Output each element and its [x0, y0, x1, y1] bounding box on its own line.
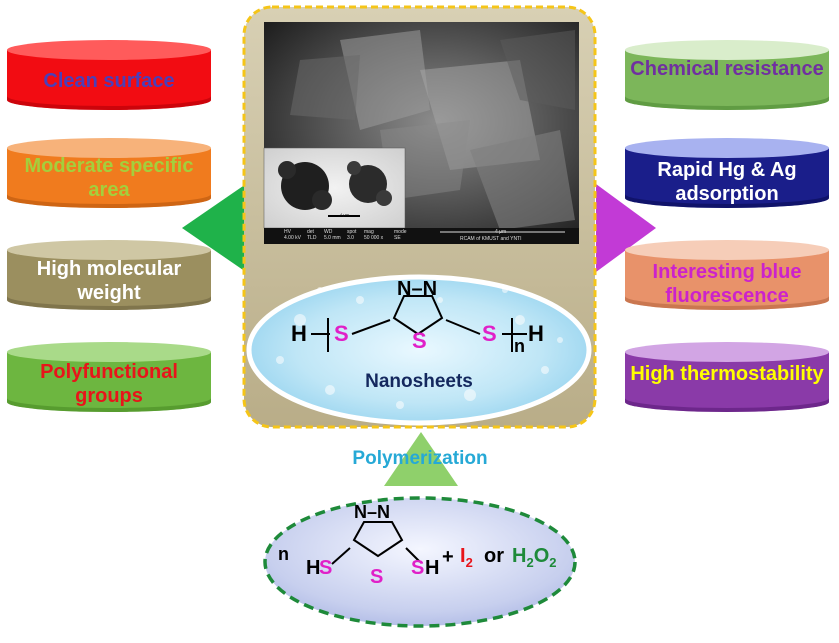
tem-scale: 4 μm [340, 212, 349, 217]
polymer-s-right: S [482, 321, 497, 346]
left-property-0: Clean surface [43, 70, 175, 92]
i2-symbol: I [460, 545, 466, 567]
reactant-structure [331, 521, 421, 565]
sem-scale-main: 4 μm [495, 229, 507, 235]
reactant-plus: + [442, 546, 454, 568]
reactant-h-right: H [425, 557, 440, 579]
left-cylinder-1 [7, 138, 211, 208]
right-arrow [596, 184, 656, 272]
h2o2-h: H [512, 545, 527, 567]
property-cylinders [7, 40, 829, 412]
left-arrow [182, 184, 246, 272]
nanosheets-label: Nanosheets [365, 371, 473, 392]
right-property-1: Rapid Hg & Ag adsorption [657, 159, 797, 205]
polymer-n: n [514, 336, 525, 356]
right-property-3: High thermostability [630, 363, 824, 385]
left-cylinder-3 [7, 342, 211, 412]
i2-subscript: 2 [465, 555, 473, 570]
left-property-1: Moderate specific area [24, 155, 194, 201]
right-cylinder-3 [625, 342, 829, 412]
right-cylinder-0 [625, 40, 829, 110]
droplet-texture [276, 287, 563, 409]
left-cylinder-0 [7, 40, 211, 110]
polymer-structure [311, 295, 527, 352]
reactant-h2o2: H2O2 [512, 545, 556, 570]
polymer-h-left: H [291, 321, 307, 346]
polymer-h-right: H [528, 321, 544, 346]
reactant-h-left: H [306, 557, 321, 579]
reactant-or: or [484, 545, 504, 567]
polymer-s-ring: S [412, 328, 427, 353]
reactant-i2: I2 [460, 545, 473, 570]
h2o2-sub1: 2 [526, 555, 534, 570]
reactant-s-left: S [319, 557, 333, 579]
left-property-2: High molecular weight [36, 258, 182, 304]
right-property-0: Chemical resistance [630, 58, 824, 80]
reactant-ring-n: N–N [354, 502, 391, 522]
reactant-s-ring: S [370, 566, 384, 588]
polymer-s-left: S [334, 321, 349, 346]
left-property-3: Polyfunctional groups [40, 361, 178, 407]
h2o2-o: O [533, 545, 550, 567]
right-cylinder-1 [625, 138, 829, 208]
left-cylinder-2 [7, 240, 211, 310]
right-property-2: Interesting blue fluorescence [652, 261, 802, 307]
sem-credit: RCAM of KMUST and YNTI [460, 236, 522, 242]
polymer-ring-n: N–N [397, 278, 438, 300]
polymerization-label: Polymerization [352, 448, 488, 469]
reactant-n: n [278, 544, 289, 564]
up-arrow [384, 432, 458, 486]
h2o2-sub2: 2 [549, 555, 557, 570]
right-cylinder-2 [625, 240, 829, 310]
nanosheet-ellipse [246, 274, 592, 426]
sem-image [263, 22, 579, 244]
reactant-s-right: S [411, 557, 425, 579]
